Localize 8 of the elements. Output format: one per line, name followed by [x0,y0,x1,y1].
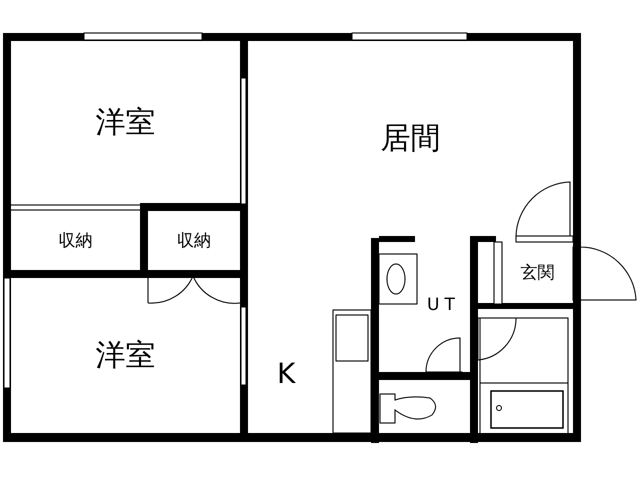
room-name: 居間 [380,120,440,158]
room-name: 収納 [58,230,92,252]
room-name: UT [426,295,460,315]
room-name: 収納 [177,230,211,252]
room-name: K [277,357,296,390]
room-name: 洋室 [96,104,156,142]
room-name: 玄関 [520,262,554,284]
room-name: 洋室 [96,337,156,375]
